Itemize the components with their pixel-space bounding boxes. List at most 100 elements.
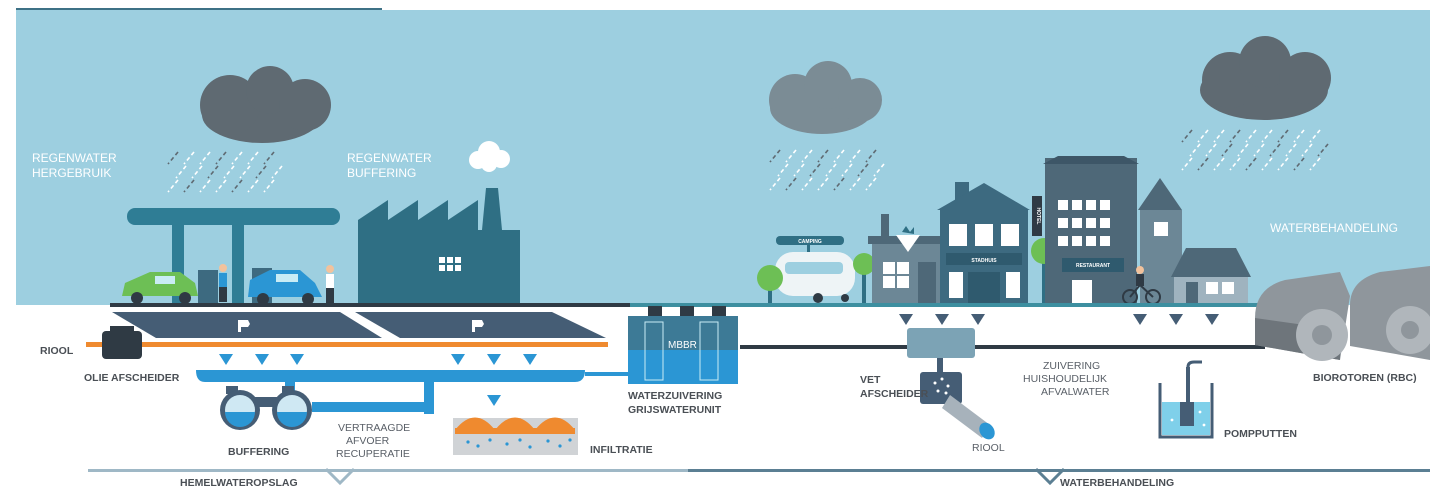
small-house: [868, 214, 946, 304]
biorotor-units: [1255, 266, 1430, 361]
rain-cloud-left: [200, 66, 331, 143]
down-arrow: [1133, 314, 1147, 325]
factory: [358, 188, 520, 304]
pipe-to-mbbr: [585, 372, 630, 376]
label-riool-left: RIOOL: [40, 345, 74, 357]
rain-streak: [1317, 143, 1329, 157]
down-arrow: [971, 314, 985, 325]
rain-streak: [199, 151, 211, 165]
rain-streak: [223, 165, 235, 179]
ground-line-right: [630, 303, 1262, 307]
rain-streak: [191, 165, 203, 179]
ground-line-left: [110, 303, 630, 307]
pump-well: [1158, 360, 1214, 439]
down-arrow: [487, 395, 501, 406]
rain-streak: [1277, 157, 1289, 171]
top-accent-line: [16, 8, 382, 10]
rain-streak: [175, 165, 187, 179]
rain-streak: [833, 149, 845, 163]
rain-streaks-left: [167, 151, 283, 193]
rain-streak: [263, 179, 275, 193]
label-regenwater-buffering-2: BUFFERING: [347, 166, 416, 180]
rain-streak: [1261, 157, 1273, 171]
rain-streak: [183, 151, 195, 165]
rain-streak: [777, 163, 789, 177]
rain-streak: [239, 165, 251, 179]
drain-channel-blue: [196, 370, 585, 382]
rain-streaks-middle: [769, 149, 885, 191]
buffer-tanks: [220, 386, 312, 430]
label-zuivering-3: AFVALWATER: [1041, 386, 1110, 398]
rain-streak: [255, 165, 267, 179]
rain-streak: [1293, 129, 1305, 143]
rain-streak: [785, 149, 797, 163]
rain-streak: [1189, 143, 1201, 157]
rain-streaks-right: [1181, 129, 1329, 171]
rain-streak: [207, 165, 219, 179]
rain-streak: [1181, 157, 1193, 171]
label-buffering: BUFFERING: [228, 446, 289, 458]
rain-cloud-middle: [769, 61, 882, 134]
rain-streak: [873, 163, 885, 177]
buffer-outflow-pipe: [312, 402, 434, 412]
label-regenwater-buffering-1: REGENWATER: [347, 151, 432, 165]
label-biorotoren: BIOROTOREN (RBC): [1313, 372, 1417, 384]
rain-streak: [1309, 157, 1321, 171]
pipe-to-biorotor: [975, 345, 1265, 349]
rain-streak: [1221, 143, 1233, 157]
label-pompputten: POMPPUTTEN: [1224, 428, 1297, 440]
rain-streak: [865, 149, 877, 163]
rain-streak: [199, 179, 211, 193]
pipe-to-vet-afscheider: [740, 345, 908, 349]
rain-streak: [1205, 143, 1217, 157]
label-hotel-sign: HOTEL: [1035, 208, 1041, 225]
label-mbbr: MBBR: [668, 340, 697, 351]
rain-streak: [817, 149, 829, 163]
rain-streak: [167, 179, 179, 193]
blue-car: [248, 270, 322, 305]
label-vet-afscheider-2: AFSCHEIDER: [860, 388, 929, 400]
rain-cloud-right: [1200, 36, 1331, 120]
label-vertraagde-2: AFVOER: [346, 435, 390, 447]
rain-streak: [247, 179, 259, 193]
down-arrow: [899, 314, 913, 325]
rain-streak: [769, 177, 781, 191]
label-camping-sign: CAMPING: [798, 239, 822, 245]
rain-streak: [809, 163, 821, 177]
label-vertraagde-1: VERTRAAGDE: [338, 422, 410, 434]
rain-streak: [1229, 157, 1241, 171]
rain-streak: [865, 177, 877, 191]
label-vet-afscheider-1: VET: [860, 374, 881, 386]
label-waterbehandeling-top: WATERBEHANDELING: [1270, 221, 1398, 235]
label-regenwater-hergebruik-2: HERGEBRUIK: [32, 166, 111, 180]
grease-separator: [907, 328, 995, 440]
rain-streak: [833, 177, 845, 191]
label-vertraagde-3: RECUPERATIE: [336, 448, 410, 460]
label-hemelwateropslag: HEMELWATEROPSLAG: [180, 477, 298, 489]
rain-streak: [263, 151, 275, 165]
rain-streak: [247, 151, 259, 165]
oil-separator: [102, 326, 142, 359]
rain-streak: [231, 179, 243, 193]
rain-streak: [1197, 157, 1209, 171]
rain-streak: [183, 179, 195, 193]
rain-streak: [801, 177, 813, 191]
rain-streak: [1229, 129, 1241, 143]
wastewater-arrows: [899, 314, 1219, 325]
rain-streak: [857, 163, 869, 177]
rain-streak: [231, 151, 243, 165]
rain-streak: [817, 177, 829, 191]
person-standing: [326, 265, 334, 303]
label-waterbehandeling-bottom: WATERBEHANDELING: [1060, 477, 1174, 489]
rain-streak: [785, 177, 797, 191]
rain-streak: [841, 163, 853, 177]
label-olie-afscheider: OLIE AFSCHEIDER: [84, 372, 180, 384]
person-at-pump: [219, 264, 227, 302]
rain-streak: [167, 151, 179, 165]
down-arrow: [1169, 314, 1183, 325]
stadhuis-building: [937, 182, 1030, 304]
hotel-building: [1032, 156, 1139, 304]
down-arrow: [935, 314, 949, 325]
rain-streak: [1213, 129, 1225, 143]
down-arrow: [523, 354, 537, 365]
